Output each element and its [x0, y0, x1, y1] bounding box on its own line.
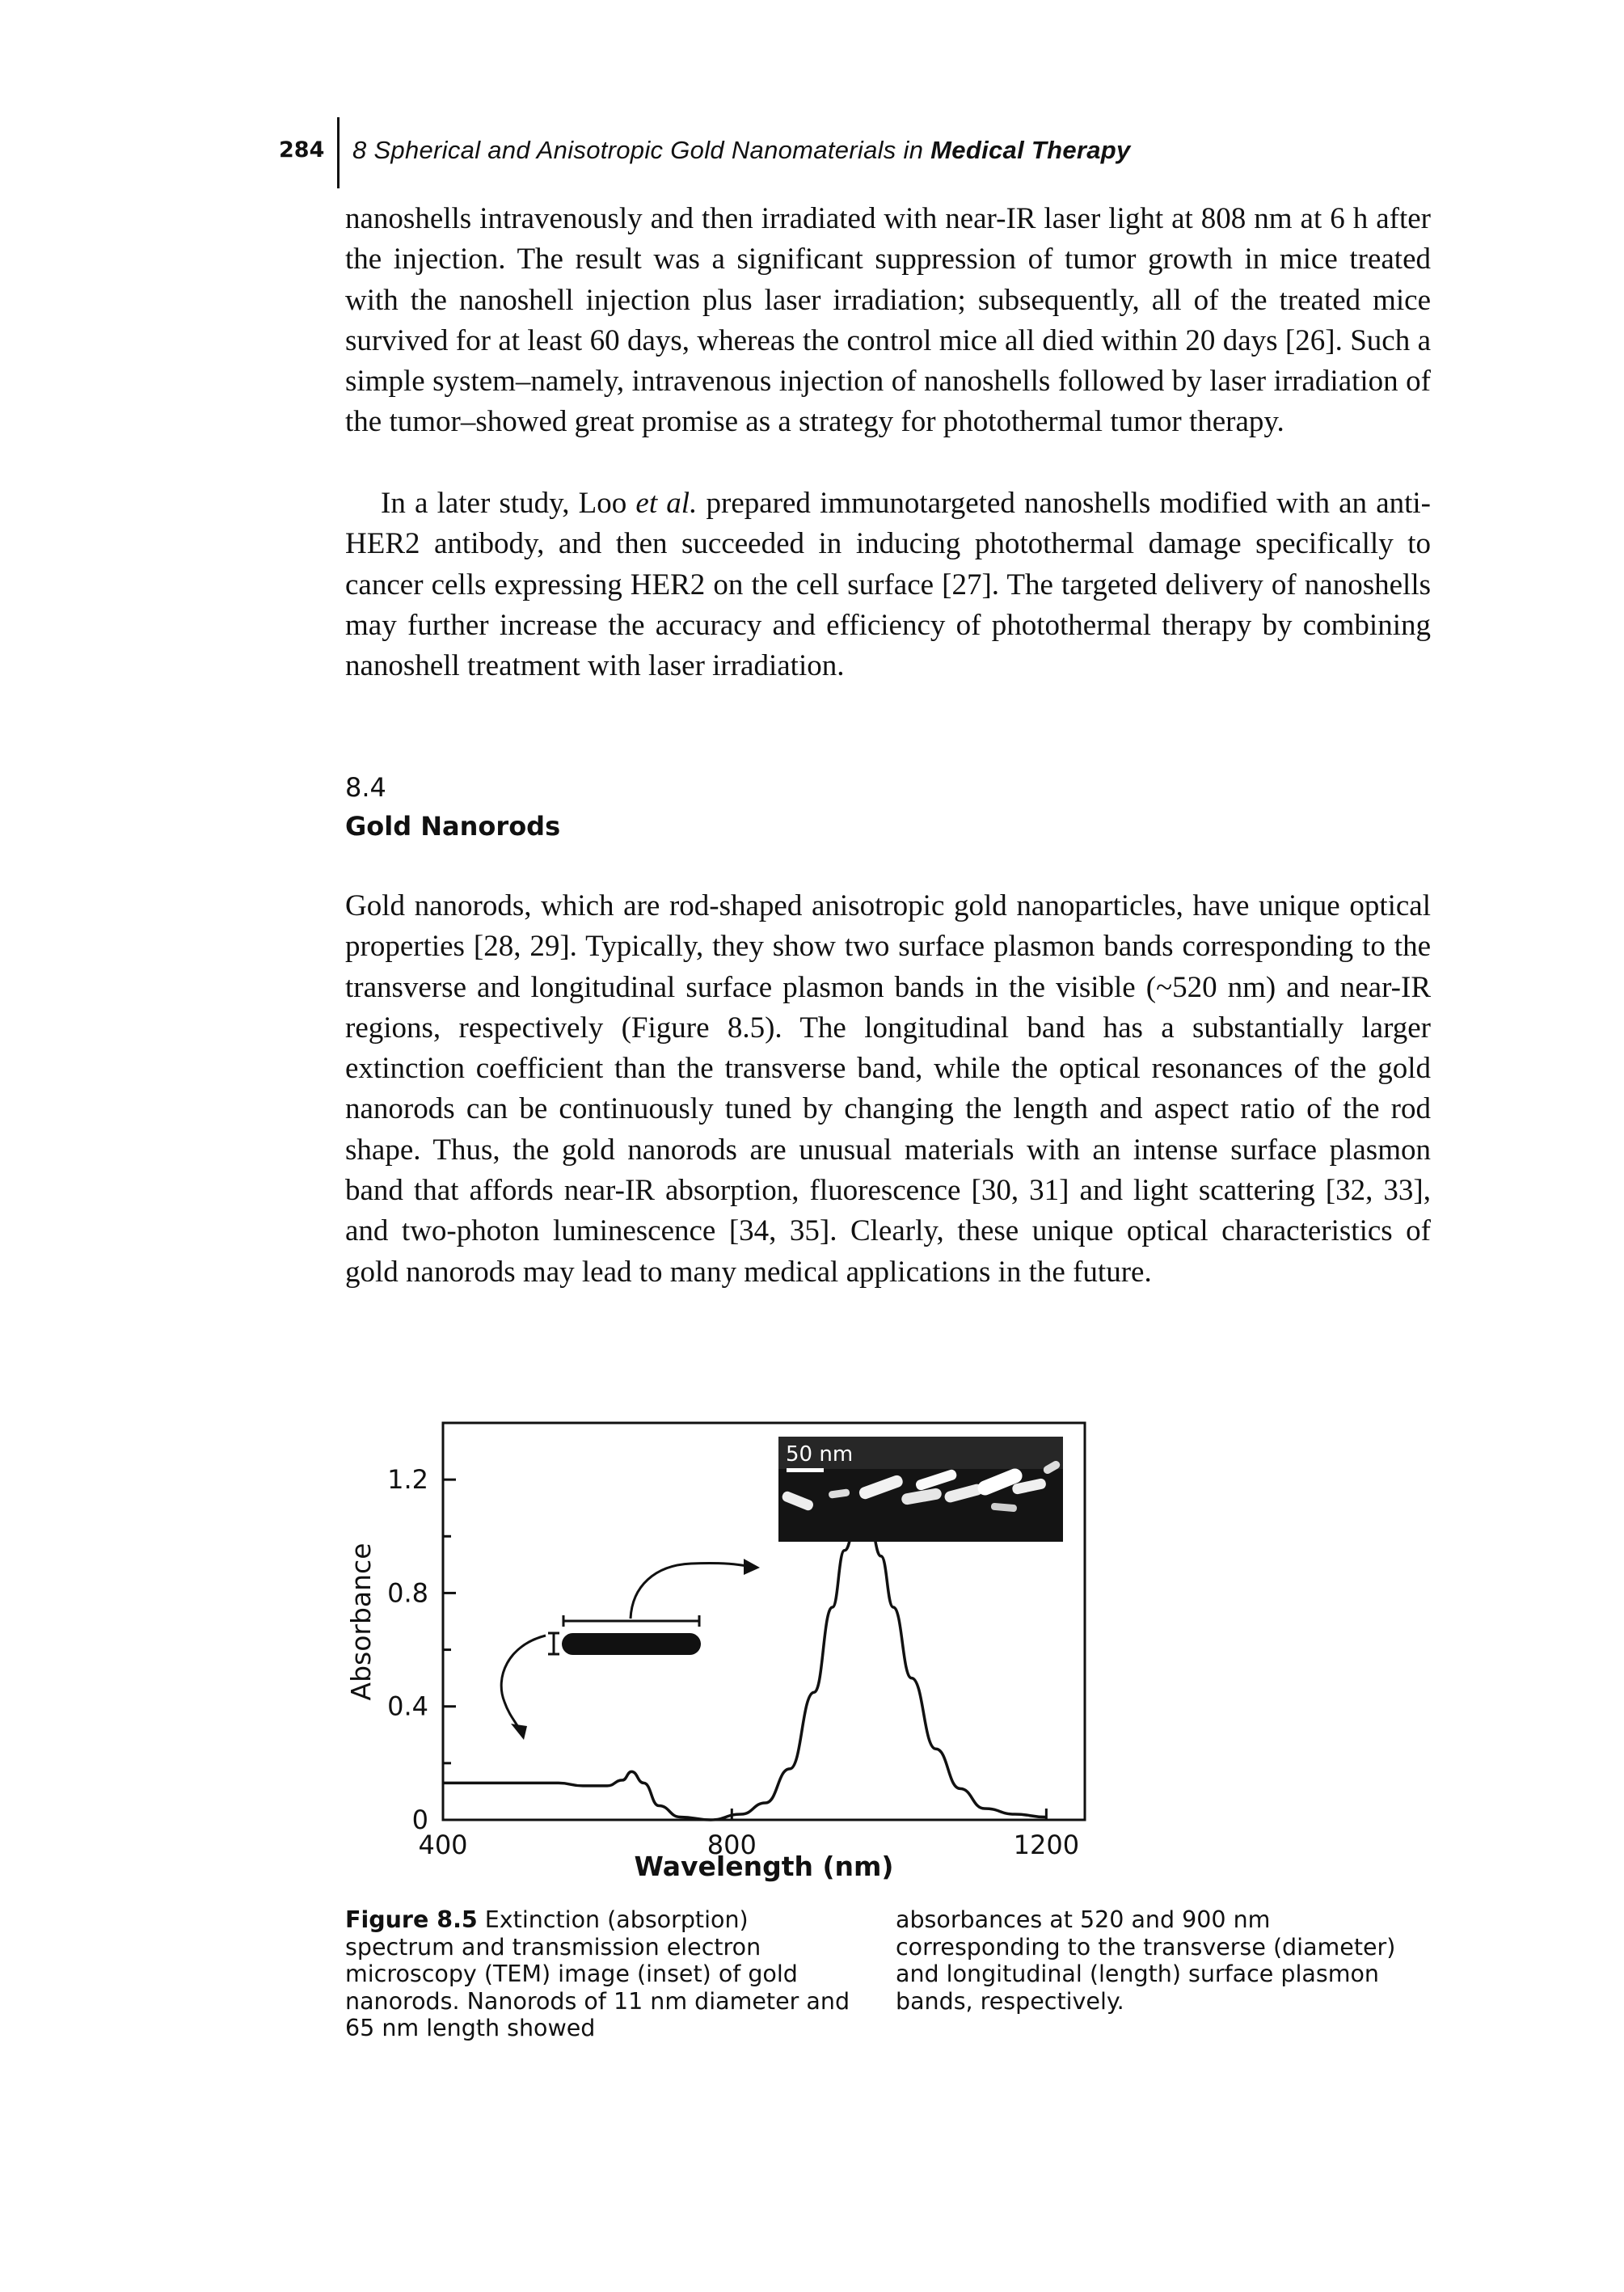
absorbance-chart: 0 0.4 0.8 1.2 400 800 1200 Absorbance Wavelen… — [345, 1421, 1086, 1882]
figure-caption-left: Figure 8.5 Extinction (absorption) spect… — [345, 1906, 863, 2042]
paragraph-1: nanoshells intravenously and then irradi… — [345, 202, 1431, 439]
tem-inset: 50 nm — [778, 1437, 1063, 1542]
y-tick-label: 1.2 — [387, 1464, 428, 1495]
tem-nanorod — [782, 1491, 813, 1511]
page-number: 284 — [279, 137, 325, 163]
transverse-band-arrow — [500, 1634, 546, 1729]
running-head-chapter: 8 Spherical and Anisotropic Gold Nanomat… — [352, 136, 931, 164]
tem-nanorod — [1012, 1478, 1046, 1495]
tem-nanorod — [915, 1469, 957, 1491]
tem-nanorod — [829, 1488, 850, 1499]
nanorod-shape — [562, 1633, 701, 1655]
nanorod-schematic — [500, 1559, 760, 1740]
tem-nanorod — [990, 1502, 1017, 1513]
y-tick-label: 0.4 — [387, 1691, 428, 1722]
header-divider — [337, 117, 340, 188]
section-number: 8.4 — [345, 772, 386, 803]
y-tick-labels: 0 0.4 0.8 1.2 — [387, 1464, 428, 1835]
transverse-arrowhead-icon — [511, 1724, 527, 1740]
tem-nanorod — [1043, 1460, 1061, 1474]
longitudinal-band-arrow — [629, 1561, 753, 1619]
y-axis-label: Absorbance — [345, 1543, 377, 1700]
figure-caption-right: absorbances at 520 and 900 nm correspond… — [896, 1906, 1396, 2015]
section-title: Gold Nanorods — [345, 811, 561, 842]
paragraph-2: In a later study, Loo et al. prepared im… — [345, 483, 1431, 686]
x-tick-labels: 400 800 1200 — [418, 1830, 1079, 1860]
x-tick-label: 1200 — [1014, 1830, 1079, 1860]
paragraph-2-start: In a later study, Loo — [381, 487, 636, 520]
figure-caption-label: Figure 8.5 — [345, 1906, 478, 1933]
longitudinal-arrowhead-icon — [744, 1559, 760, 1575]
paragraph-2-italic: et al. — [635, 487, 698, 520]
tem-nanorod — [901, 1488, 942, 1505]
axis-ticks — [441, 1478, 1048, 1821]
running-head-chapter-bold: Medical Therapy — [930, 136, 1131, 164]
figure-8-5: 0 0.4 0.8 1.2 400 800 1200 Absorbance Wavelen… — [315, 1407, 1107, 1892]
tem-nanorod — [858, 1475, 903, 1500]
plot-frame — [441, 1421, 1086, 1821]
absorbance-spectrum-line — [443, 1514, 1046, 1821]
tem-image-tint — [778, 1437, 1063, 1469]
x-tick-label: 400 — [418, 1830, 467, 1860]
paragraph-3: Gold nanorods, which are rod-shaped anis… — [345, 889, 1431, 1289]
paragraph-2-rest: prepared immunotargeted nanoshells modif… — [345, 487, 1431, 683]
tem-nanorod — [944, 1484, 983, 1503]
x-tick-label: 800 — [707, 1830, 757, 1860]
y-tick-label: 0.8 — [387, 1577, 428, 1608]
tem-scale-bar — [787, 1468, 824, 1472]
tem-nanorod — [977, 1468, 1023, 1496]
y-tick-label: 0 — [412, 1804, 428, 1835]
x-axis-label: Wavelength (nm) — [635, 1851, 894, 1882]
tem-scale-label: 50 nm — [786, 1442, 853, 1467]
figure-caption-left-text: Extinction (absorption) spectrum and tra… — [345, 1906, 850, 2041]
running-head: 8 Spherical and Anisotropic Gold Nanomat… — [352, 136, 1131, 165]
